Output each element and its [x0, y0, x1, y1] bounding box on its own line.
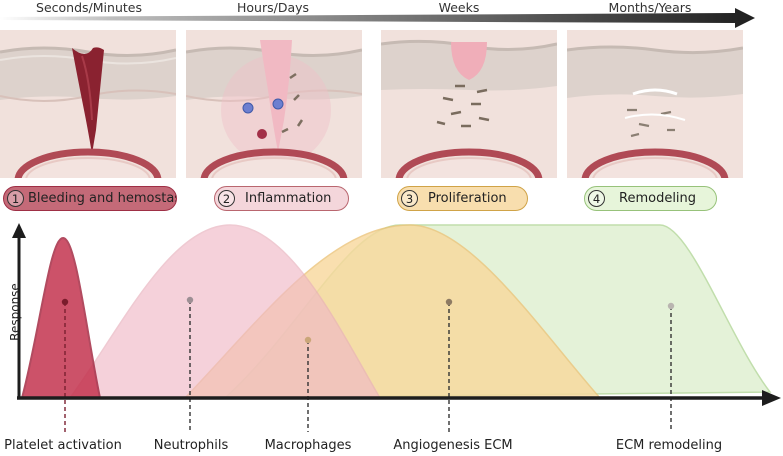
inflammation-curve — [68, 224, 382, 399]
y-axis-arrow — [12, 223, 26, 238]
phase-label: Proliferation — [428, 191, 507, 206]
label-macrophages: Macrophages — [264, 438, 352, 453]
phase-pill-remodeling: 4 Remodeling — [584, 186, 717, 211]
marker-angiogenesis — [445, 298, 453, 432]
label-ecm-remodeling: ECM remodeling — [615, 438, 723, 453]
time-label-months: Months/Years — [608, 0, 692, 15]
marker-ecm-remodeling — [667, 302, 675, 432]
y-axis-label: Response — [8, 283, 22, 341]
phase-number: 1 — [7, 190, 24, 207]
marker-platelet — [61, 298, 69, 434]
phase-label: Inflammation — [245, 191, 332, 206]
timeline-arrow — [0, 8, 755, 28]
phase-number: 3 — [401, 190, 418, 207]
skin-panel-hemostasis — [0, 30, 176, 178]
response-plot — [12, 223, 781, 434]
hemostasis-curve — [20, 236, 102, 399]
phase-pill-inflammation: 2 Inflammation — [214, 186, 349, 211]
label-angiogenesis-ecm: Angiogenesis ECM — [393, 438, 513, 453]
time-label-weeks: Weeks — [438, 0, 480, 15]
phase-label: Bleeding and hemostasis — [28, 191, 177, 206]
phase-number: 4 — [588, 190, 605, 207]
label-platelet-activation: Platelet activation — [4, 438, 122, 453]
skin-panel-remodeling — [567, 30, 743, 178]
marker-neutrophils — [186, 296, 194, 432]
skin-panel-proliferation — [381, 30, 557, 178]
phase-number: 2 — [218, 190, 235, 207]
phase-pill-hemostasis: 1 Bleeding and hemostasis — [3, 186, 177, 211]
time-label-seconds: Seconds/Minutes — [36, 0, 142, 15]
phase-pill-proliferation: 3 Proliferation — [397, 186, 528, 211]
skin-panel-inflammation — [186, 30, 362, 178]
label-neutrophils: Neutrophils — [153, 438, 229, 453]
time-label-hours: Hours/Days — [236, 0, 310, 15]
x-axis-arrow — [762, 390, 781, 406]
phase-label: Remodeling — [619, 191, 697, 206]
marker-macrophages — [304, 336, 312, 432]
